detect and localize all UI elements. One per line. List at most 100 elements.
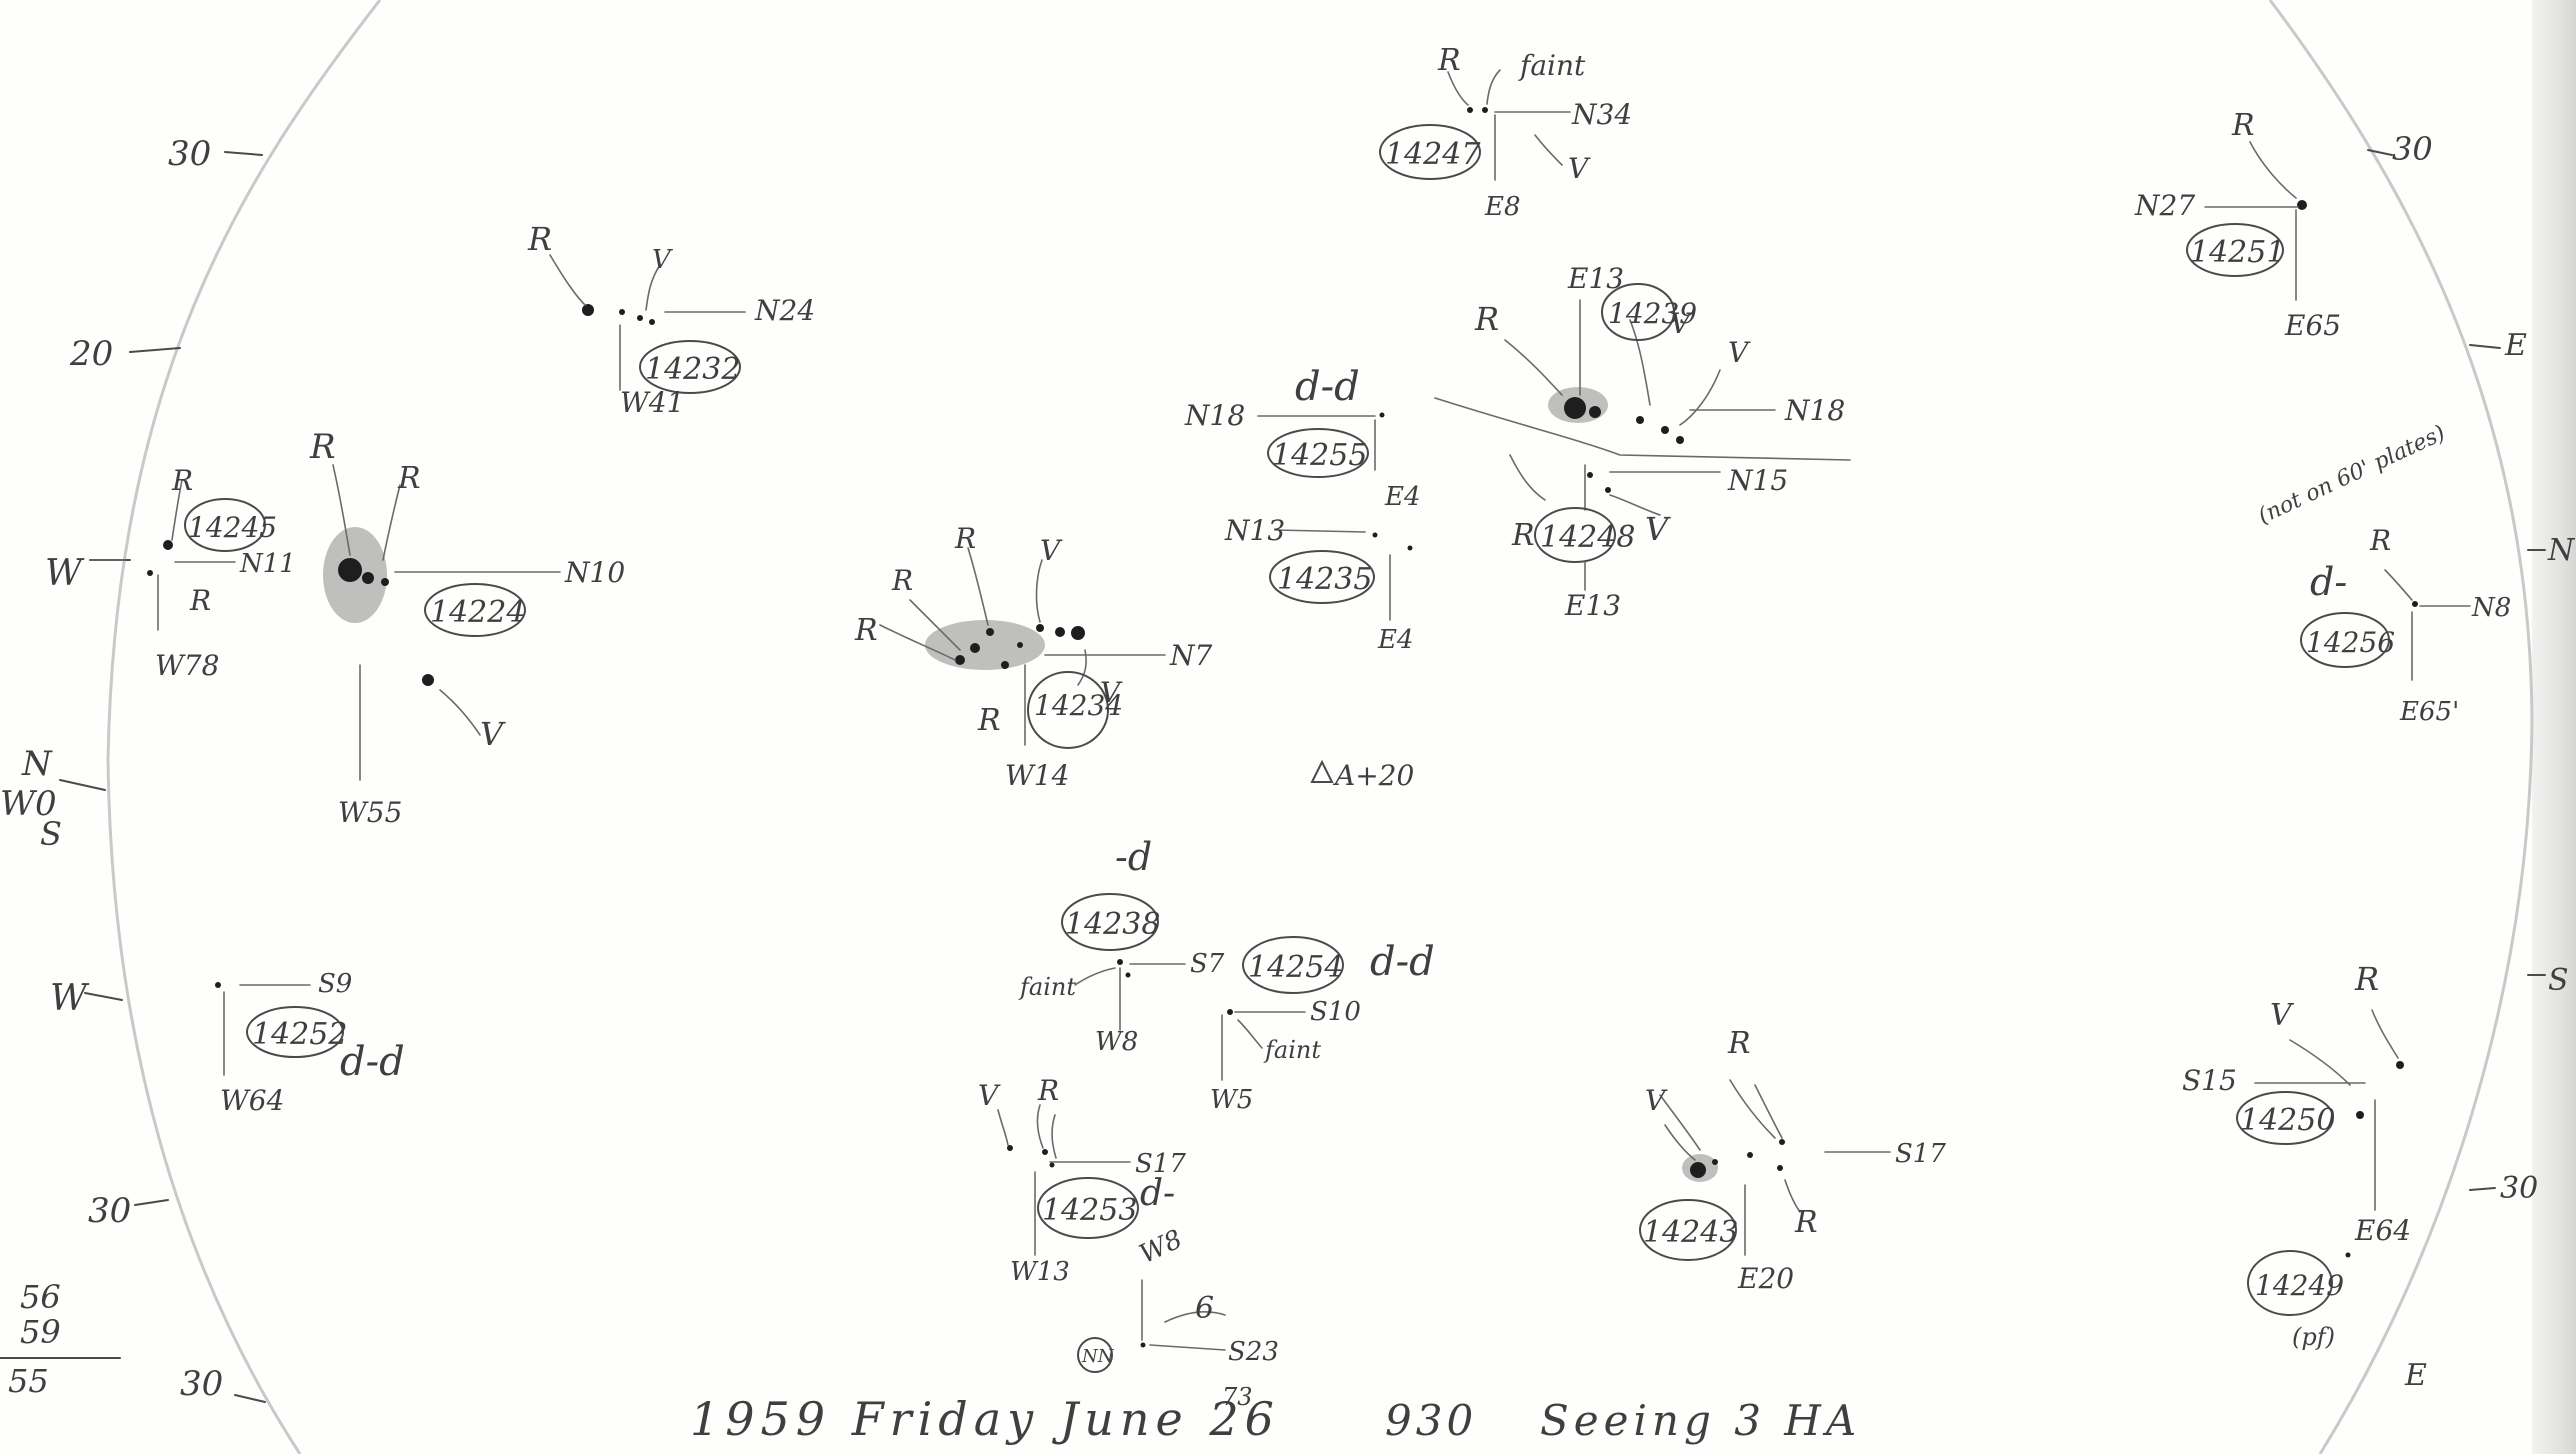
group-14250-label-v: V — [2270, 998, 2295, 1033]
group-14238: 14238 -d faint S7 W8 — [1018, 835, 1225, 1057]
group-14253-label-r: R — [1037, 1074, 1059, 1107]
group-14247-label-faint: faint — [1518, 49, 1586, 82]
margin-total-1: 56 — [20, 1278, 61, 1316]
margin-left-2: 20 — [69, 334, 113, 374]
group-14249-number: 14249 — [2255, 1269, 2344, 1302]
marker-a20-label: A+20 — [1332, 759, 1414, 792]
group-14248: 14248 R V N15 E13 — [1509, 454, 1788, 622]
group-14243: 14243 R V S17 R E20 — [1639, 1026, 1946, 1295]
left-margin: 30 20 W N W0 S W 30 30 56 59 55 — [0, 134, 266, 1404]
group-14253-label-w13: W13 — [1010, 1257, 1070, 1287]
group-14235: 14235 N13 E4 — [1224, 514, 1414, 655]
group-14224: 14224 R R N10 V W55 — [309, 427, 625, 829]
group-14256-label-e65: E65' — [2399, 697, 2459, 727]
group-14243-label-r1: R — [1727, 1026, 1751, 1061]
group-14251-label-e65: E65 — [2284, 309, 2341, 342]
group-14256-label-r: R — [2369, 524, 2391, 557]
right-margin: 30 E N S 30 E — [2367, 130, 2576, 1393]
caption-time: 930 — [1385, 1396, 1477, 1445]
group-14245-label-n11: N11 — [239, 549, 296, 579]
group-14224-label-n10: N10 — [564, 556, 625, 589]
group-14234-label-n7: N7 — [1169, 639, 1213, 672]
caption-date: 1959 Friday June 26 — [690, 1392, 1280, 1446]
group-14253-number: 14253 — [1042, 1193, 1137, 1228]
solar-disk-outline — [106, 0, 2534, 1454]
group-14251-label-n27: N27 — [2134, 189, 2195, 222]
group-14249: 14249 (pf) — [2247, 1250, 2351, 1351]
group-14224-label-r1: R — [309, 427, 336, 467]
group-14253-label-d: d- — [1140, 1173, 1175, 1214]
group-14234-number: 14234 — [1034, 689, 1123, 722]
group-14248-label-e13: E13 — [1564, 589, 1621, 622]
group-14254-label-faint: faint — [1263, 1036, 1321, 1064]
group-14239-number: 14239 — [1608, 297, 1697, 330]
group-14253-label-v: V — [978, 1079, 1001, 1112]
group-nn-label-s23: S23 — [1228, 1337, 1279, 1367]
group-14247-number: 14247 — [1385, 137, 1481, 172]
margin-total-3: 55 — [8, 1362, 49, 1400]
footer-caption: 1959 Friday June 26 73 930 Seeing 3 HA — [690, 1383, 1861, 1446]
group-14243-label-v: V — [1645, 1084, 1668, 1117]
group-14234-label-w14: W14 — [1005, 759, 1069, 792]
group-14232-label-v: V — [652, 245, 673, 275]
group-14254: 14254 d-d S10 faint W5 — [1210, 936, 1435, 1115]
group-14256-note: (not on 60' plates) — [2254, 421, 2449, 530]
group-14253-label-w8: W8 — [1135, 1224, 1187, 1269]
group-14254-number: 14254 — [1248, 950, 1343, 985]
group-14255-number: 14255 — [1272, 438, 1367, 473]
group-14250-label-r: R — [2354, 960, 2379, 998]
paper-edge — [2532, 0, 2576, 1454]
group-14255-label-e4: E4 — [1384, 482, 1421, 512]
group-14249-label-pf: (pf) — [2292, 1323, 2335, 1351]
group-14255-label-dd: d-d — [1295, 364, 1360, 410]
group-14234-label-v2: V — [1100, 676, 1123, 709]
group-14224-label-r2: R — [397, 461, 421, 496]
margin-right-2: E — [2504, 328, 2527, 363]
group-14232-label-n24: N24 — [754, 294, 815, 327]
group-14250: 14250 R V S15 E64 — [2182, 960, 2411, 1247]
group-14256-number: 14256 — [2306, 626, 2395, 659]
group-14234-label-r4: R — [977, 703, 1001, 738]
group-14256-label-d: d- — [2310, 560, 2347, 604]
margin-right-5: 30 — [2500, 1171, 2538, 1206]
group-14235-label-e4: E4 — [1377, 625, 1414, 655]
margin-left-5: W0 — [0, 784, 57, 824]
group-14248-label-v: V — [1645, 510, 1671, 548]
group-14238-number: 14238 — [1065, 907, 1160, 942]
group-14238-label-faint: faint — [1018, 973, 1076, 1001]
margin-left-7: W — [50, 978, 90, 1019]
margin-right-6: E — [2404, 1358, 2427, 1393]
group-14245-label-r1: R — [171, 464, 193, 497]
group-14234-label-r1: R — [954, 522, 976, 555]
group-14256-label-n8: N8 — [2471, 593, 2511, 623]
group-14248-number: 14248 — [1540, 520, 1635, 555]
group-14254-label-w5: W5 — [1210, 1085, 1253, 1115]
group-14254-label-dd: d-d — [1370, 939, 1435, 985]
group-14232-number: 14232 — [645, 352, 740, 387]
margin-left-9: 30 — [180, 1364, 223, 1404]
group-14248-label-r: R — [1511, 518, 1535, 553]
group-14254-label-s10: S10 — [1310, 997, 1361, 1027]
group-14256: 14256 (not on 60' plates) R d- N8 E65' — [2254, 421, 2511, 727]
group-14251-label-r: R — [2231, 108, 2255, 143]
margin-left-1: 30 — [168, 134, 211, 174]
group-14245-number: 14245 — [188, 511, 277, 544]
group-14247: 14247 R faint N34 V E8 — [1379, 43, 1632, 222]
group-14252: 14252 S9 d-d W64 — [215, 969, 405, 1117]
group-14243-number: 14243 — [1643, 1215, 1738, 1250]
margin-left-4: N — [21, 744, 53, 784]
group-14232: 14232 R V N24 W41 — [527, 220, 815, 419]
group-14252-label-w64: W64 — [220, 1084, 284, 1117]
caption-time-superscript: 73 — [1222, 1383, 1253, 1411]
group-14239-label-r: R — [1474, 300, 1499, 338]
group-14243-label-s17: S17 — [1895, 1139, 1946, 1169]
caption-seeing: Seeing 3 HA — [1540, 1396, 1861, 1445]
group-14239-label-e13: E13 — [1567, 262, 1624, 295]
margin-left-8: 30 — [88, 1191, 131, 1231]
margin-right-1: 30 — [2392, 130, 2433, 168]
group-14239-label-v2: V — [1728, 336, 1751, 369]
group-14252-label-s9: S9 — [318, 969, 352, 999]
margin-left-6: S — [40, 815, 62, 853]
